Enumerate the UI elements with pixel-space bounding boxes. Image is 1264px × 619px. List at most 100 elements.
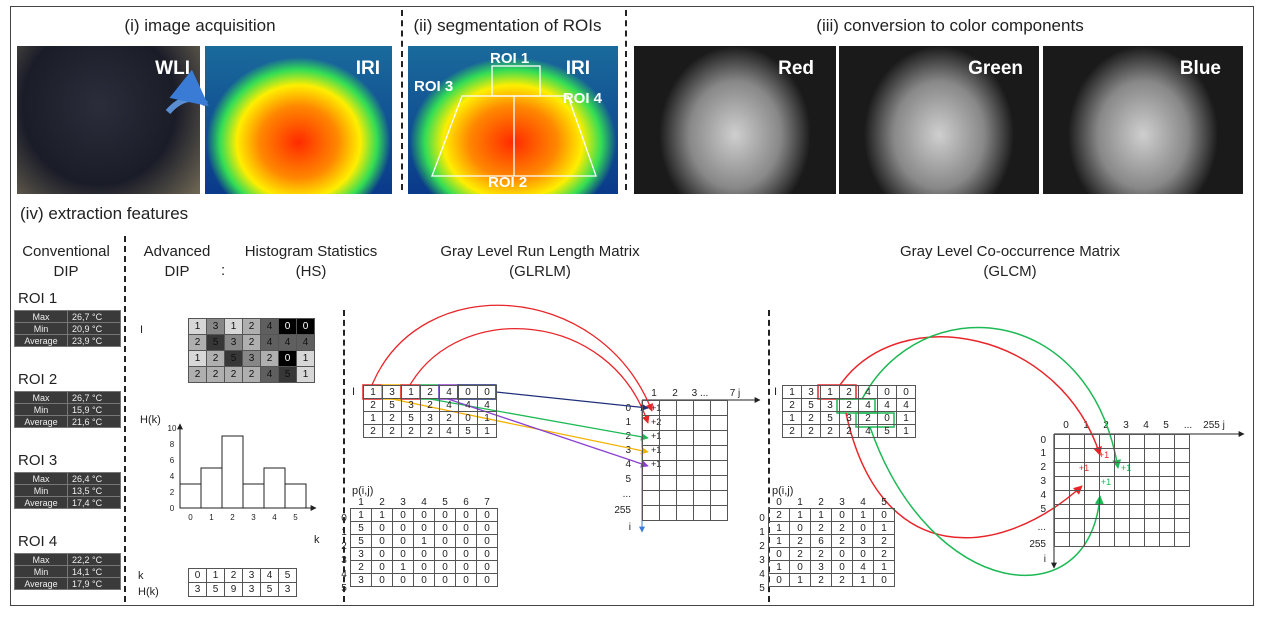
matrix-cell: 5: [206, 582, 225, 597]
matrix-cell: 1: [789, 508, 811, 522]
separator-top-1: [401, 10, 403, 190]
matrix-cell: 1: [852, 573, 874, 587]
matrix-cell: [1054, 504, 1070, 519]
matrix-cell: [676, 400, 694, 416]
matrix-cell: 2: [242, 334, 261, 351]
matrix-cell: 4: [852, 560, 874, 574]
matrix-cell: 2: [810, 521, 832, 535]
matrix-cell: 1: [768, 560, 790, 574]
matrix-cell: 0: [852, 521, 874, 535]
matrix-cell: 0: [476, 508, 498, 522]
iri-roi-image: IRI ROI 1 ROI 3 ROI 4 ROI 2: [408, 46, 618, 194]
matrix-cell: [676, 505, 694, 521]
matrix-cell: [1114, 518, 1130, 533]
matrix-cell: [1144, 434, 1160, 449]
matrix-cell: 1: [363, 411, 383, 425]
title-conversion: (iii) conversion to color components: [816, 16, 1084, 35]
matrix-cell: [710, 490, 728, 506]
matrix-cell: [1054, 518, 1070, 533]
matrix-cell: 1: [296, 366, 315, 383]
matrix-cell: [659, 430, 677, 446]
matrix-cell: 5: [877, 424, 897, 438]
matrix-cell: [1129, 462, 1145, 477]
glrlm-p-row-label: 0: [341, 513, 347, 524]
glrlm-j-label: 1: [651, 388, 657, 399]
matrix-cell: [1159, 434, 1175, 449]
matrix-cell: [676, 415, 694, 431]
matrix-cell: 3: [400, 496, 406, 508]
histogram-bar: [221, 435, 244, 509]
matrix-cell: 0: [371, 547, 393, 561]
matrix-cell: 1: [852, 508, 874, 522]
matrix-cell: [1099, 532, 1115, 547]
matrix-cell: 5: [224, 350, 243, 367]
matrix-cell: 2: [242, 366, 261, 383]
matrix-cell: 1: [896, 411, 916, 425]
matrix-cell: 2: [789, 547, 811, 561]
hist-y-tick: 0: [170, 504, 175, 513]
matrix-cell: [1159, 490, 1175, 505]
roi4-label: ROI 4: [562, 90, 602, 107]
matrix-cell: 4: [458, 398, 478, 412]
matrix-cell: [642, 400, 660, 416]
conventional-header: Conventional DIP: [14, 242, 118, 282]
matrix-cell: [1069, 476, 1085, 491]
matrix-cell: [1129, 518, 1145, 533]
matrix-cell: 1: [358, 496, 364, 508]
matrix-cell: 0: [392, 534, 414, 548]
matrix-cell: 5: [820, 411, 840, 425]
hist-y-tick: 4: [170, 472, 175, 481]
red-label: Red: [778, 58, 814, 79]
matrix-cell: 0: [476, 573, 498, 587]
matrix-cell: 2: [818, 496, 824, 508]
matrix-cell: 4: [477, 398, 497, 412]
matrix-cell: 1: [782, 385, 802, 399]
matrix-cell: [1084, 448, 1100, 463]
matrix-cell: [1144, 462, 1160, 477]
matrix-cell: 3: [839, 496, 845, 508]
matrix-cell: [1114, 532, 1130, 547]
matrix-cell: [659, 400, 677, 416]
matrix-cell: 0: [768, 547, 790, 561]
matrix-cell: 0: [896, 385, 916, 399]
matrix-cell: 0: [768, 573, 790, 587]
matrix-cell: [1069, 490, 1085, 505]
matrix-cell: 1: [371, 508, 393, 522]
matrix-cell: [1114, 476, 1130, 491]
matrix-cell: 2: [420, 398, 440, 412]
matrix-cell: 2: [810, 547, 832, 561]
matrix-cell: [642, 460, 660, 476]
matrix-cell: 2: [831, 521, 853, 535]
glrlm-j-label: 7 j: [730, 388, 741, 399]
matrix-cell: 4: [896, 398, 916, 412]
matrix-cell: [1174, 532, 1190, 547]
matrix-cell: 2: [439, 411, 459, 425]
matrix-cell: [1099, 476, 1115, 491]
matrix-cell: 1: [413, 534, 435, 548]
matrix-cell: 0: [371, 560, 393, 574]
glrlm-p-row-label: 1: [341, 527, 347, 538]
matrix-cell: 2: [420, 385, 440, 399]
roi-stat-value: 17,4 °C: [67, 496, 121, 509]
matrix-cell: [659, 505, 677, 521]
title-extraction: (iv) extraction features: [20, 204, 189, 223]
matrix-cell: [1054, 476, 1070, 491]
matrix-cell: 0: [476, 560, 498, 574]
matrix-cell: 0: [476, 521, 498, 535]
matrix-cell: [1174, 504, 1190, 519]
glrlm-j-label: 2: [672, 388, 678, 399]
matrix-cell: 1: [782, 411, 802, 425]
hist-x-tick: 3: [251, 513, 256, 522]
matrix-cell: [1129, 434, 1145, 449]
matrix-cell: 2: [224, 568, 243, 583]
glcm-arrow-red-2: [845, 412, 1083, 539]
matrix-cell: 2: [873, 547, 895, 561]
matrix-cell: 0: [852, 547, 874, 561]
matrix-cell: 7: [484, 496, 490, 508]
matrix-cell: 9: [224, 582, 243, 597]
matrix-cell: [710, 445, 728, 461]
hist-y-tick: 2: [170, 488, 175, 497]
matrix-cell: [642, 415, 660, 431]
